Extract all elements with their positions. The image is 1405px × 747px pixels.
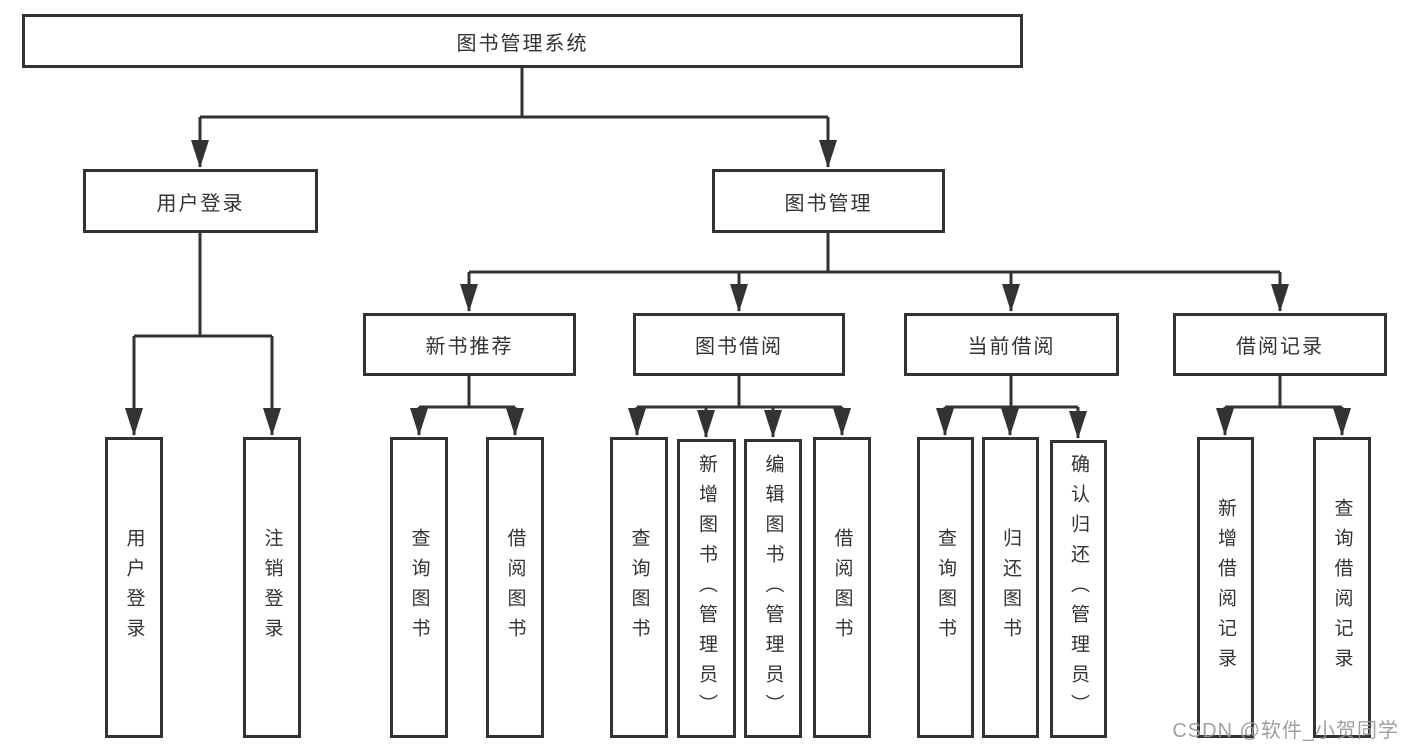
node-borrowing-records: 借阅记录	[1173, 313, 1387, 376]
leaf-label: 编辑图书（管理员）	[762, 453, 784, 724]
node-new-book-recommendation: 新书推荐	[363, 313, 576, 376]
leaf-label: 查询借阅记录	[1331, 497, 1353, 678]
leaf-label: 注销登录	[261, 527, 283, 648]
leaf-label: 查询图书	[935, 527, 956, 648]
leaf-edit-books-admin: 编辑图书（管理员）	[744, 439, 802, 738]
leaf-confirm-return-admin: 确认归还（管理员）	[1050, 440, 1107, 738]
leaf-add-borrow-record: 新增借阅记录	[1197, 437, 1254, 738]
leaf-label: 查询图书	[408, 527, 430, 648]
node-label: 新书推荐	[425, 336, 514, 358]
node-root-system: 图书管理系统	[22, 14, 1023, 68]
leaf-label: 用户登录	[123, 527, 145, 648]
leaf-user-login: 用户登录	[105, 437, 163, 738]
leaf-query-books-borrowing: 查询图书	[610, 437, 668, 738]
leaf-label: 查询图书	[628, 527, 650, 648]
node-user-login-branch: 用户登录	[83, 169, 318, 233]
leaf-logout: 注销登录	[243, 437, 301, 738]
leaf-query-borrow-record: 查询借阅记录	[1313, 437, 1371, 738]
node-label: 借阅记录	[1236, 336, 1324, 358]
node-label: 图书借阅	[695, 336, 783, 358]
node-root-label: 图书管理系统	[456, 32, 589, 55]
leaf-label: 归还图书	[1000, 527, 1021, 648]
leaf-label: 借阅图书	[504, 527, 526, 648]
leaf-borrow-books-borrowing: 借阅图书	[813, 437, 871, 738]
leaf-return-books: 归还图书	[982, 437, 1039, 738]
node-label: 用户登录	[156, 192, 245, 215]
leaf-label: 新增借阅记录	[1215, 497, 1236, 678]
leaf-add-books-admin: 新增图书（管理员）	[677, 439, 736, 738]
node-label: 当前借阅	[967, 336, 1056, 358]
watermark-text: CSDN @软件_小贺同学	[1172, 720, 1399, 742]
leaf-label: 新增图书（管理员）	[696, 453, 717, 724]
leaf-query-books-current: 查询图书	[917, 437, 974, 738]
node-current-borrowing: 当前借阅	[904, 313, 1119, 376]
node-book-borrowing: 图书借阅	[633, 313, 845, 376]
leaf-query-books-recommend: 查询图书	[390, 437, 448, 738]
node-book-management-branch: 图书管理	[712, 169, 945, 233]
leaf-label: 确认归还（管理员）	[1068, 454, 1089, 724]
leaf-label: 借阅图书	[831, 527, 853, 648]
leaf-borrow-books-recommend: 借阅图书	[486, 437, 544, 738]
node-label: 图书管理	[784, 192, 873, 215]
